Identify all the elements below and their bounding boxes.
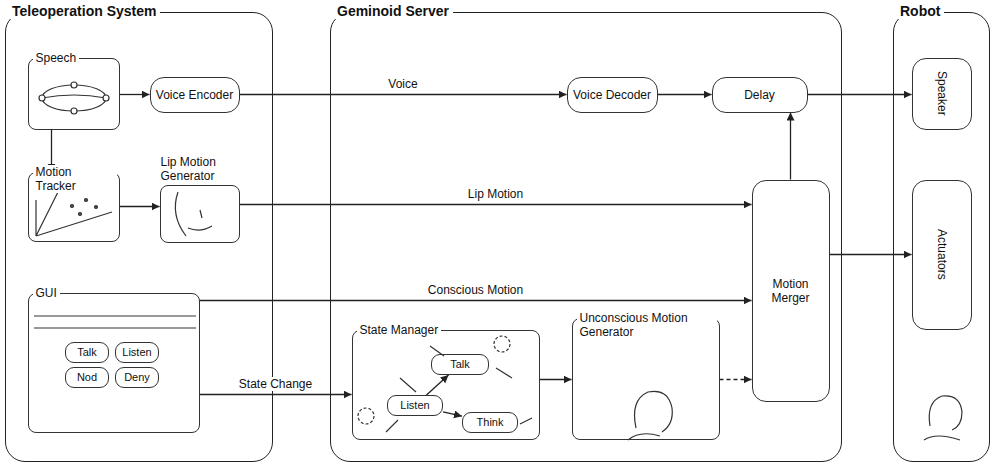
- system-panel: Teleoperation SystemSpeechVoice EncoderM…: [5, 12, 273, 462]
- tracking-dot: [103, 95, 109, 101]
- gui-button: Talk: [65, 342, 109, 363]
- node-label: GUI: [33, 286, 60, 300]
- node-label: Nod: [77, 371, 97, 384]
- node-label: Delay: [744, 88, 775, 102]
- connector-arrow: [443, 412, 462, 416]
- connector-arrow: [427, 375, 449, 395]
- edge-label: Conscious Motion: [425, 283, 526, 297]
- tracker-axes: [36, 192, 112, 236]
- face-sketch: [175, 192, 212, 236]
- module-frame: Unconscious Motion Generator: [572, 318, 720, 440]
- process-box: Motion Merger: [752, 180, 830, 402]
- connector-arrow: [720, 379, 752, 380]
- state-dashed: [358, 408, 374, 424]
- connector-arrow: [808, 94, 912, 95]
- state-node: Think: [462, 412, 518, 433]
- node-label: Listen: [122, 346, 151, 359]
- node-label: Listen: [400, 399, 429, 412]
- node-label: Speech: [33, 51, 80, 65]
- robot-head: [924, 396, 962, 440]
- node-label: Talk: [450, 358, 470, 371]
- node-label: Speaker: [935, 71, 949, 116]
- node-label: Talk: [77, 346, 97, 359]
- node-label: Lip Motion Generator: [161, 155, 239, 183]
- tracking-dot: [39, 95, 45, 101]
- state-dashed: [494, 336, 510, 352]
- node-label: Unconscious Motion Generator: [577, 311, 717, 339]
- tracker-point: [95, 206, 98, 209]
- process-box: Voice Decoder: [567, 77, 658, 113]
- edge-label: Voice: [385, 77, 420, 91]
- device-box: Actuators: [912, 180, 972, 330]
- tracking-dot: [71, 82, 77, 88]
- connector-arrow: [540, 379, 572, 380]
- edge-label: State Change: [236, 377, 315, 391]
- node-label: Robot: [896, 3, 944, 19]
- module-frame: Lip Motion Generator: [160, 185, 240, 243]
- node-label: Geminoid Server: [333, 3, 453, 19]
- connector-arrow: [658, 94, 712, 95]
- tracker-point: [79, 213, 82, 216]
- gui-lines: [34, 316, 196, 328]
- module-frame: State ManagerTalkListenThink: [352, 330, 540, 440]
- connector-arrow: [200, 394, 352, 395]
- node-label: Motion Tracker: [33, 165, 117, 193]
- gui-frame: GUITalkListenNodDeny: [28, 293, 200, 433]
- node-label: Deny: [124, 371, 150, 384]
- gui-button: Nod: [65, 367, 109, 388]
- module-frame: Motion Tracker: [28, 172, 120, 242]
- edge-label: Lip Motion: [465, 187, 526, 201]
- device-box: Speaker: [912, 58, 972, 130]
- node-label: Voice Decoder: [573, 88, 651, 102]
- gui-button: Listen: [115, 342, 159, 363]
- state-node: Talk: [431, 354, 489, 375]
- node-label: Motion Merger: [753, 277, 829, 305]
- node-label: Think: [477, 416, 504, 429]
- node-label: Actuators: [935, 229, 949, 280]
- module-frame: Speech: [28, 58, 120, 130]
- connector-arrow: [240, 204, 752, 205]
- node-label: Voice Encoder: [156, 88, 233, 102]
- connector-arrow: [790, 113, 791, 180]
- gui-button: Deny: [115, 367, 159, 388]
- connector-arrow: [120, 94, 150, 95]
- person-sketch: [628, 391, 672, 440]
- process-box: Voice Encoder: [150, 77, 240, 113]
- tracker-point: [71, 205, 74, 208]
- connector-arrow: [200, 300, 752, 301]
- connector-arrow: [120, 206, 160, 207]
- state-arrows: [386, 346, 532, 432]
- process-box: Delay: [712, 77, 808, 113]
- node-label: Teleoperation System: [8, 3, 160, 19]
- system-panel: RobotSpeakerActuators: [893, 12, 990, 462]
- tracking-dot: [71, 108, 77, 114]
- connector-arrow: [240, 94, 567, 95]
- lips-drawing: [42, 85, 106, 111]
- lips-line: [42, 95, 106, 98]
- state-node: Listen: [387, 395, 443, 416]
- tracker-point: [85, 199, 88, 202]
- node-label: State Manager: [357, 323, 442, 337]
